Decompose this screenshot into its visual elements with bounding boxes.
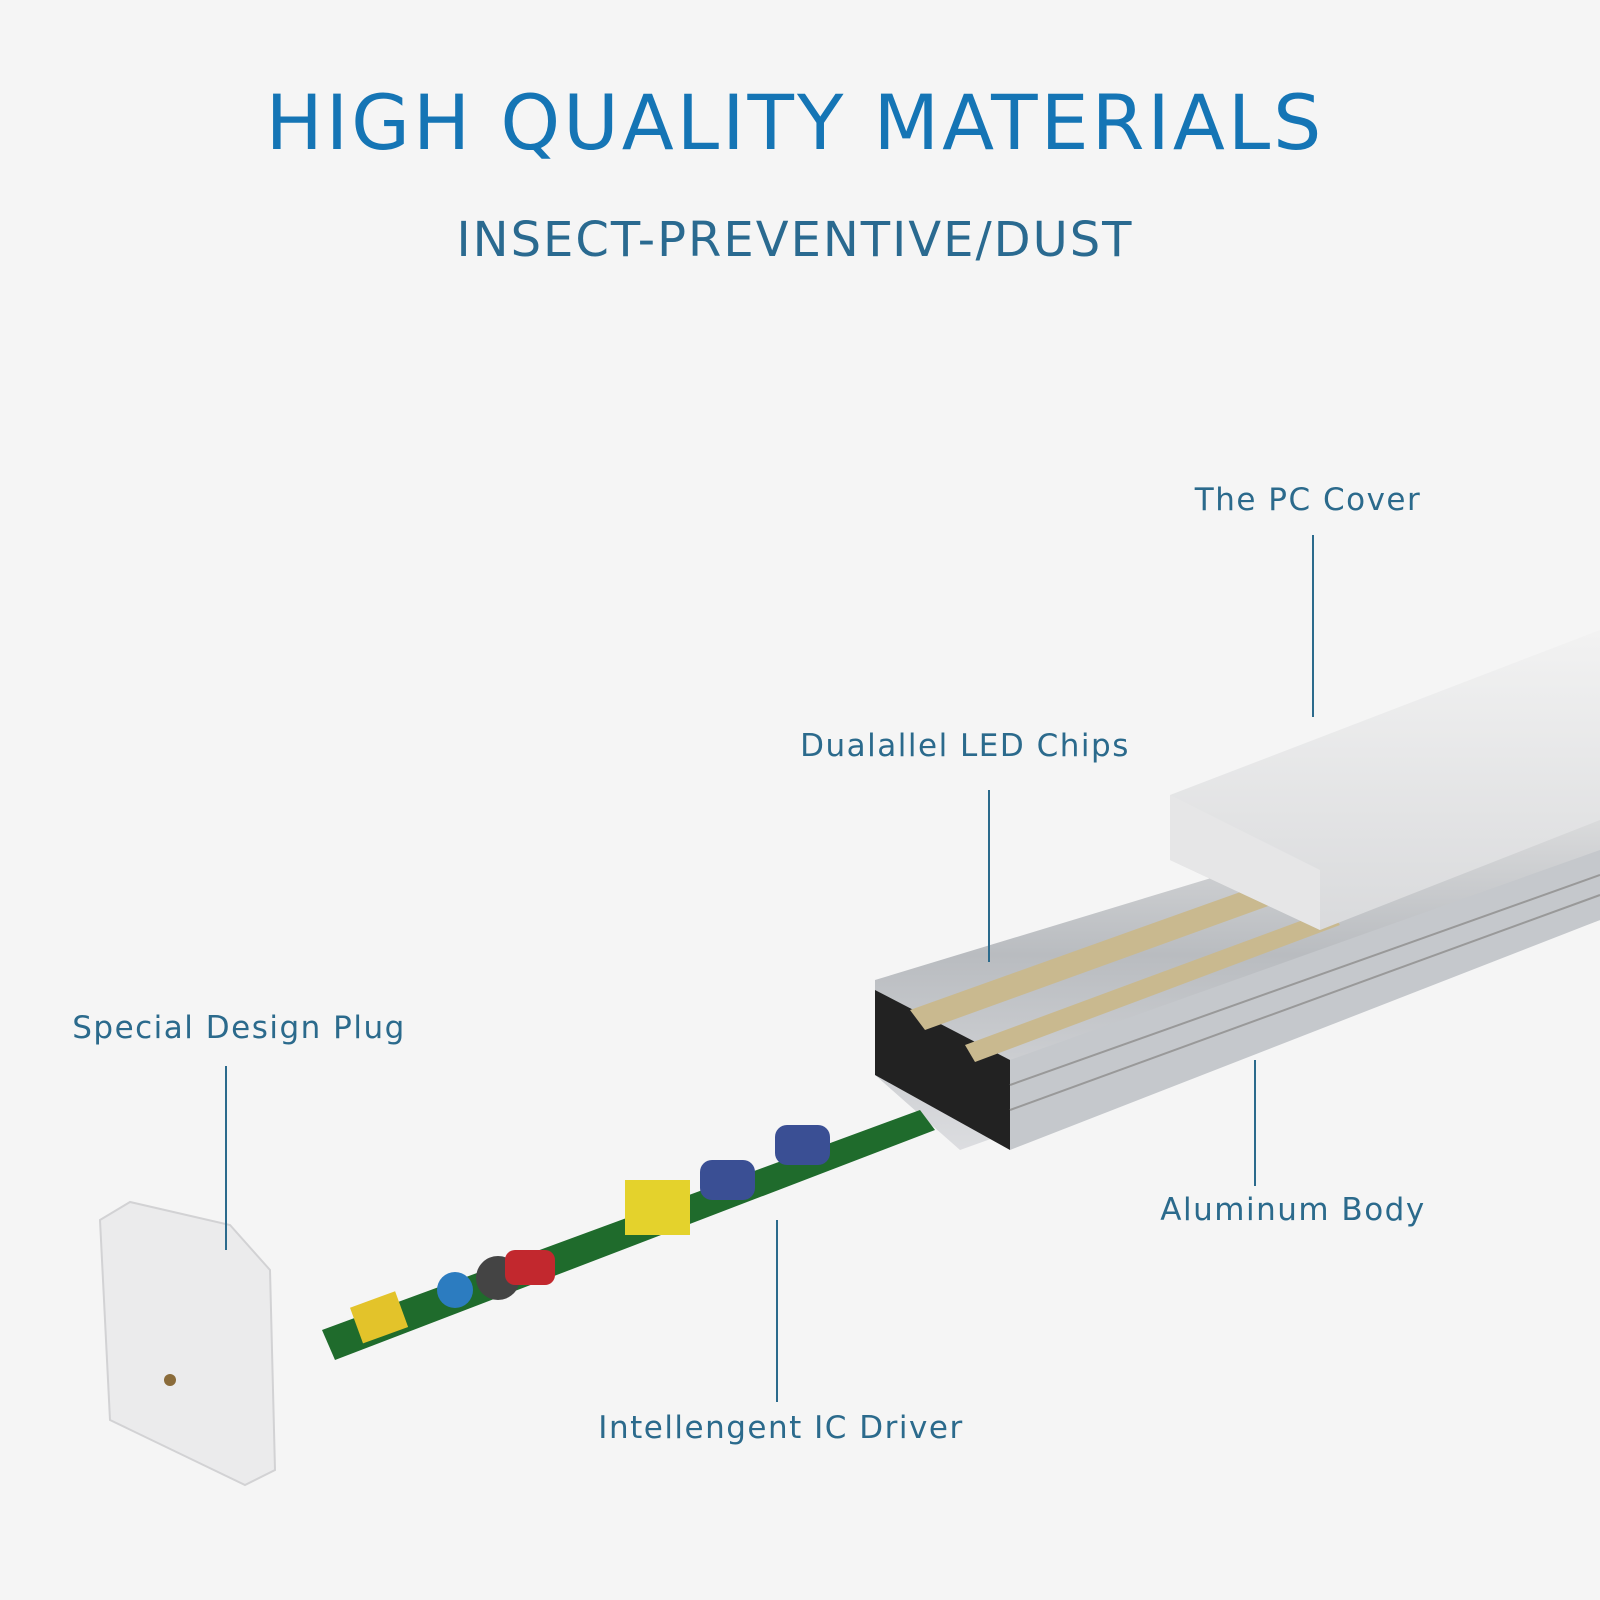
callout-line-driver — [776, 1220, 778, 1402]
callout-pc-cover: The PC Cover — [1194, 482, 1422, 518]
callout-plug: Special Design Plug — [72, 1010, 406, 1046]
callout-aluminum-body: Aluminum Body — [1160, 1192, 1426, 1228]
callout-line-pc-cover — [1312, 535, 1314, 717]
callout-driver: Intellengent IC Driver — [598, 1410, 964, 1446]
page-subtitle: INSECT-PREVENTIVE/DUST — [456, 212, 1134, 268]
led-strip — [910, 860, 1340, 1062]
callout-line-led-chips — [988, 790, 990, 962]
callout-led-chips: Dualallel LED Chips — [800, 728, 1130, 764]
pc-cover — [1170, 630, 1600, 930]
page-title: HIGH QUALITY MATERIALS — [265, 78, 1325, 167]
ic-driver-board — [322, 1110, 935, 1360]
callout-line-plug — [225, 1066, 227, 1250]
callout-line-aluminum-body — [1254, 1060, 1256, 1186]
end-plug — [98, 1200, 277, 1487]
